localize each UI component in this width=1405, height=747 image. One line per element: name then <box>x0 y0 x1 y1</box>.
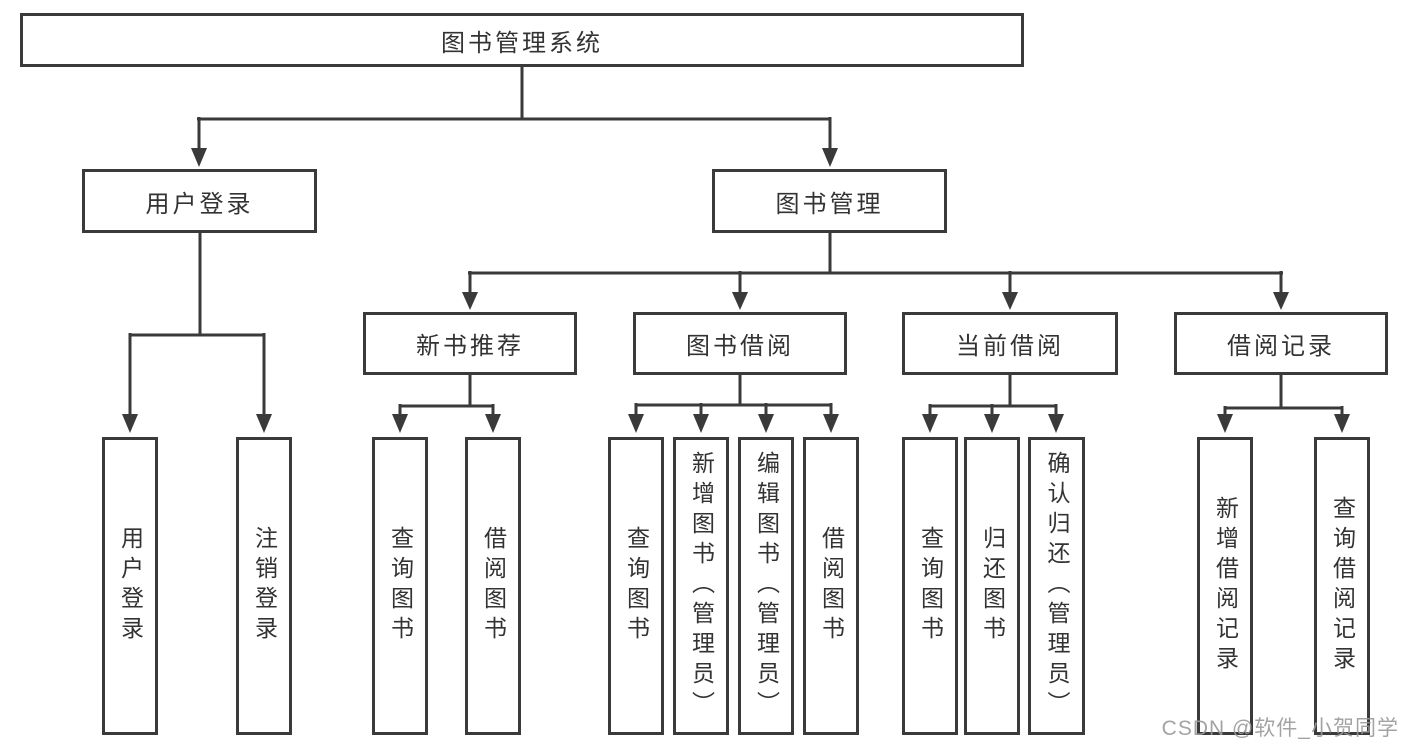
node-label: 图书管理 <box>775 190 884 218</box>
node-leaf-logout: 注销登录 <box>236 437 292 735</box>
node-leaf-confirm-return-admin: 确认归还（管理员） <box>1028 437 1085 735</box>
node-label: 借阅图书 <box>818 526 845 646</box>
node-current-borrow: 当前借阅 <box>902 312 1118 375</box>
node-leaf-query-books-borrow: 查询图书 <box>608 437 664 735</box>
node-leaf-query-books-current: 查询图书 <box>902 437 958 735</box>
node-label: 当前借阅 <box>956 333 1064 360</box>
node-label: 编辑图书（管理员） <box>753 451 780 721</box>
watermark: CSDN @软件_小贺同学 <box>1161 717 1399 740</box>
node-leaf-edit-book-admin: 编辑图书（管理员） <box>738 437 794 735</box>
node-user-login: 用户登录 <box>82 169 317 233</box>
node-library-management-system: 图书管理系统 <box>20 13 1024 67</box>
node-leaf-query-books-recommend: 查询图书 <box>372 437 428 735</box>
node-label: 用户登录 <box>145 190 254 218</box>
node-leaf-user-login: 用户登录 <box>102 437 158 735</box>
node-label: 借阅图书 <box>480 526 507 646</box>
node-borrow-records: 借阅记录 <box>1174 312 1388 375</box>
node-label: 新书推荐 <box>416 333 524 360</box>
node-leaf-return-book: 归还图书 <box>964 437 1020 735</box>
node-label: 归还图书 <box>979 526 1006 646</box>
node-label: 借阅记录 <box>1227 333 1335 360</box>
node-label: 查询图书 <box>387 526 414 646</box>
node-label: 确认归还（管理员） <box>1044 451 1070 721</box>
node-leaf-borrow-books: 借阅图书 <box>803 437 859 735</box>
node-label: 查询图书 <box>917 526 944 646</box>
node-leaf-add-borrow-record: 新增借阅记录 <box>1197 437 1253 735</box>
node-leaf-query-borrow-record: 查询借阅记录 <box>1314 437 1370 735</box>
node-label: 查询借阅记录 <box>1329 496 1356 676</box>
node-book-management: 图书管理 <box>712 169 947 233</box>
node-leaf-borrow-books-recommend: 借阅图书 <box>465 437 521 735</box>
node-label: 图书借阅 <box>686 333 794 360</box>
node-label: 新增借阅记录 <box>1212 496 1239 676</box>
node-label: 用户登录 <box>117 526 144 646</box>
node-new-book-recommend: 新书推荐 <box>363 312 577 375</box>
node-label: 注销登录 <box>251 526 278 646</box>
node-label: 图书管理系统 <box>441 29 603 57</box>
node-label: 查询图书 <box>623 526 650 646</box>
node-label: 新增图书（管理员） <box>688 451 715 721</box>
node-book-borrow: 图书借阅 <box>633 312 847 375</box>
node-leaf-add-book-admin: 新增图书（管理员） <box>673 437 729 735</box>
